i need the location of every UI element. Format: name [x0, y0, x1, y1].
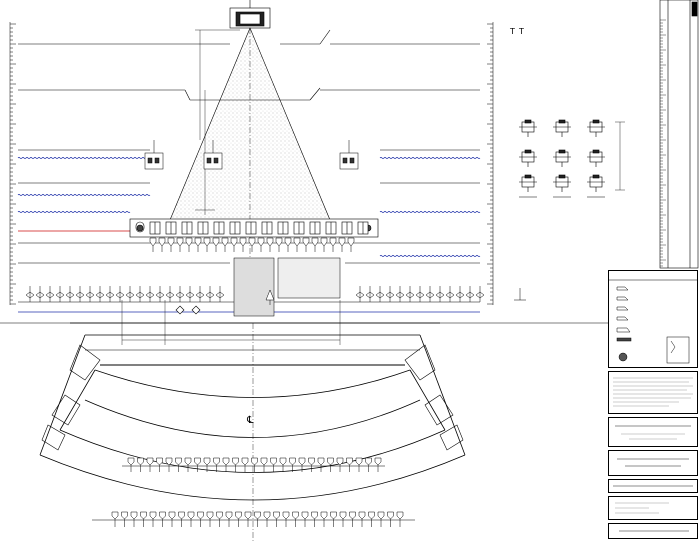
- sheet-edge-strip: [659, 0, 699, 269]
- plan-dimension-lines: [121, 300, 341, 345]
- fixture-detail-grid: [519, 119, 605, 198]
- project-title-panel: [608, 417, 698, 447]
- beam-dimensions: [195, 29, 240, 215]
- lower-fixture-chain: [25, 286, 485, 302]
- scale-line: [619, 530, 689, 532]
- scale-panel: [608, 523, 698, 539]
- detail-dimension: [615, 121, 625, 191]
- left-elevation-scale: [9, 22, 16, 305]
- info-panel: [608, 496, 698, 520]
- sheet-name-panel: [608, 450, 698, 476]
- seating-row-1: [127, 457, 382, 472]
- seating-row-2: [111, 511, 404, 527]
- legend-symbols: [609, 279, 697, 364]
- section-marker-top-2: T: [518, 27, 524, 36]
- stage-blocks: [233, 257, 341, 317]
- project-title-lines: [615, 425, 691, 440]
- equipment-box-center: [203, 140, 223, 170]
- fixture-row-top: [149, 237, 355, 252]
- drawing-label-panel: [608, 479, 698, 493]
- section-marker-top: T: [509, 27, 515, 36]
- centerline-symbol: ℄: [246, 415, 254, 426]
- plan-view-stage: [39, 322, 466, 501]
- info-lines: [615, 502, 669, 514]
- right-elevation-scale: [487, 22, 494, 305]
- stage-truss-platform: [129, 218, 379, 238]
- top-projector-fixture: [229, 0, 271, 29]
- equipment-box-right: [339, 140, 359, 170]
- equipment-box-left: [144, 140, 164, 170]
- drawing-label-line: [613, 485, 693, 487]
- plan-corner-details: [41, 344, 464, 451]
- diamond-markers: [175, 305, 201, 315]
- notes-lines: [613, 377, 693, 407]
- blue-water-lines: [17, 157, 481, 313]
- legend-panel: [608, 270, 698, 368]
- sheet-name-lines: [617, 458, 689, 467]
- level-lines: [18, 29, 480, 303]
- notes-panel: [608, 371, 698, 414]
